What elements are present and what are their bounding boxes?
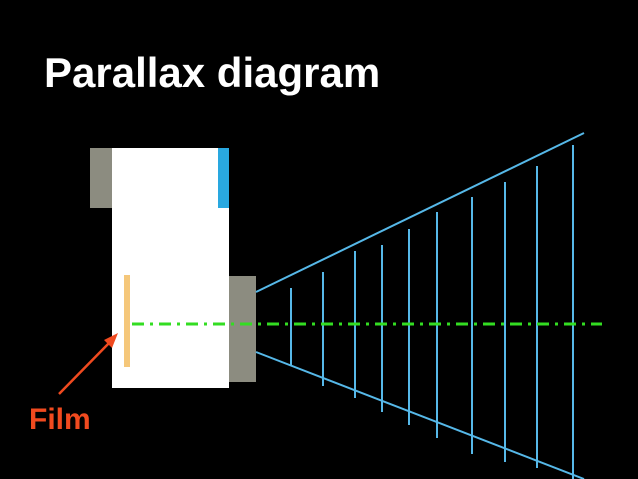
film-plane — [124, 275, 130, 367]
camera-body — [112, 148, 229, 388]
field-of-view-top-edge — [255, 132, 585, 293]
camera-top-block — [90, 148, 112, 208]
field-of-view-planes — [290, 145, 574, 479]
film-label: Film — [29, 403, 91, 436]
camera-lens — [229, 276, 256, 382]
viewfinder-window — [218, 148, 229, 208]
field-of-view-bottom-edge — [255, 351, 585, 479]
film-pointer-arrow — [58, 333, 118, 395]
slide-title: Parallax diagram — [44, 49, 381, 96]
